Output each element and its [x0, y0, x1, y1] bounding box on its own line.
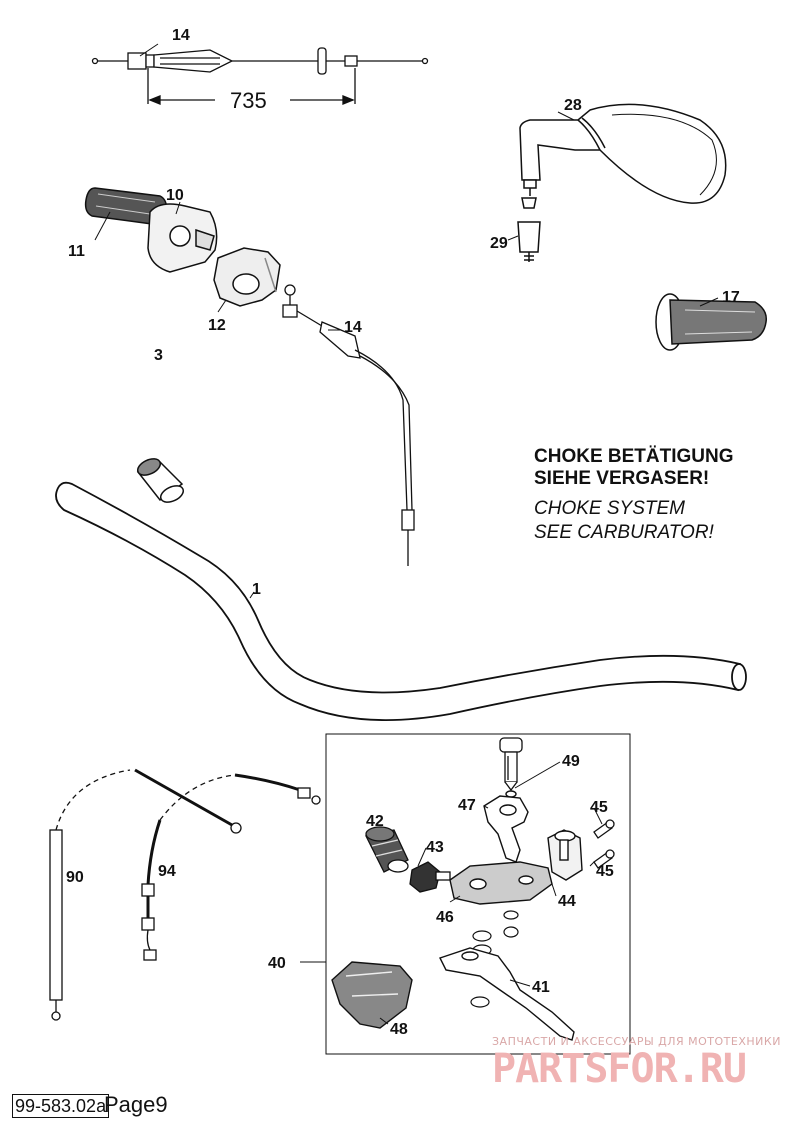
choke-cable [282, 284, 415, 566]
throttle-cable-top [91, 47, 429, 105]
bolt [499, 737, 523, 792]
callout-45-lower: 45 [596, 863, 614, 880]
watermark-tagline: ЗАПЧАСТИ И АКСЕССУАРЫ ДЛЯ МОТОТЕХНИКИ [492, 1035, 781, 1048]
lever-cover [331, 961, 413, 1029]
adjuster-nut [409, 861, 451, 893]
page-label: Page9 [104, 1092, 168, 1117]
bushing [136, 458, 185, 503]
hot-start-cable [141, 773, 321, 961]
throttle-grip-assembly [84, 187, 218, 273]
lever-pivot [483, 790, 529, 863]
note-de-line1: CHOKE BETÄTIGUNG [534, 446, 734, 467]
callout-41: 41 [532, 979, 550, 996]
clamp [547, 829, 583, 881]
callout-28: 28 [564, 97, 582, 114]
callout-49: 49 [562, 753, 580, 770]
callout-17: 17 [722, 289, 740, 306]
callout-47: 47 [458, 797, 476, 814]
callout-10: 10 [166, 187, 184, 204]
callout-46: 46 [436, 909, 454, 926]
handlebar [55, 481, 747, 721]
throttle-housing [213, 247, 281, 307]
callout-11: 11 [68, 243, 85, 260]
adjuster-boot [365, 826, 409, 873]
mirror-adapter [517, 197, 541, 262]
callout-14-throttle-cable: 14 [172, 27, 190, 44]
note-en-line2: SEE CARBURATOR! [534, 522, 714, 543]
lever-body [449, 861, 553, 905]
clutch-lever [439, 947, 575, 1041]
callout-90: 90 [66, 869, 84, 886]
note-en-line1: CHOKE SYSTEM [534, 498, 685, 519]
clutch-assembly-box [300, 733, 631, 1055]
leader-lines [94, 43, 719, 1025]
clamp-screws [593, 819, 615, 869]
callout-40: 40 [268, 955, 286, 972]
callout-14-choke-cable: 14 [344, 319, 362, 336]
callout-29: 29 [490, 235, 508, 252]
mirror [519, 103, 727, 204]
callout-45-upper: 45 [590, 799, 608, 816]
callout-48: 48 [390, 1021, 408, 1038]
callout-3: 3 [154, 347, 163, 364]
left-grip [655, 293, 768, 351]
dimension-735: 735 [230, 88, 267, 113]
watermark-site: PARTSFOR.RU [492, 1046, 747, 1092]
callout-43: 43 [426, 839, 444, 856]
callout-44: 44 [558, 893, 576, 910]
callout-12: 12 [208, 317, 226, 334]
callout-1: 1 [252, 581, 261, 598]
clutch-cable [49, 768, 242, 1021]
part-number: 99-583.02a [12, 1094, 110, 1118]
note-de-line2: SIEHE VERGASER! [534, 468, 710, 489]
callout-94: 94 [158, 863, 176, 880]
callout-42: 42 [366, 813, 384, 830]
